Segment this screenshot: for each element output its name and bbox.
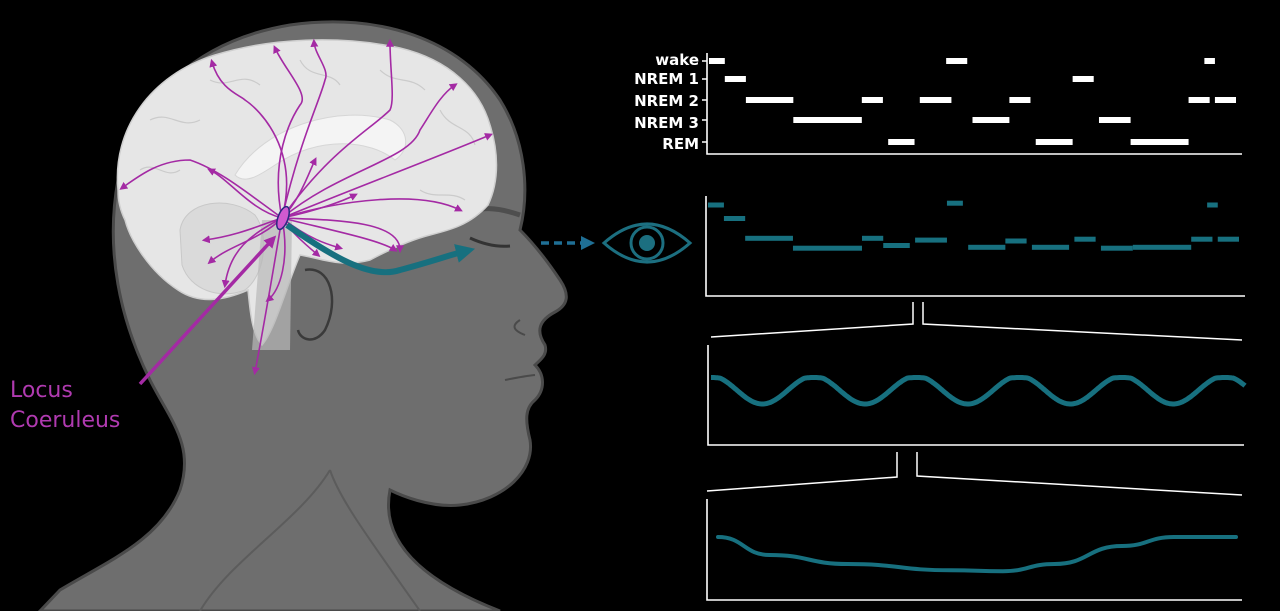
hypnogram-segment (1204, 58, 1215, 64)
locus-coeruleus-nucleus (276, 205, 290, 231)
brain (116, 39, 498, 350)
axis-lines (706, 53, 1242, 155)
hypnogram-segment (1188, 97, 1210, 103)
stage-label-nrem1: NREM 1 (634, 70, 699, 88)
zoom-connector-2 (706, 452, 1243, 496)
stage-label-nrem3: NREM 3 (634, 114, 699, 132)
pupil-step-chart (705, 196, 1245, 297)
pupil-step-segment (723, 216, 746, 221)
pupil-step-segment (1100, 245, 1133, 251)
hypnogram-chart (702, 53, 1242, 155)
pupil-step-segment (946, 200, 963, 206)
gyri (139, 59, 476, 201)
hypnogram-segment (709, 58, 725, 64)
pupil-step-segment (915, 237, 947, 243)
pupil-step-segment (708, 202, 724, 208)
pupil-step-segment (883, 243, 910, 248)
axis-lines (706, 499, 1242, 601)
locus-coeruleus-label: Locus Coeruleus (10, 376, 120, 436)
cerebellum (179, 202, 265, 295)
stage-label-wake: wake (655, 51, 699, 69)
neck-line (199, 469, 331, 611)
lc-pointer-arrow (138, 235, 277, 386)
pupil-step-segment (1074, 236, 1096, 242)
pupil-oscillation-chart (707, 345, 1247, 446)
label-line-2: Coeruleus (10, 408, 121, 433)
pupil-step-segment (745, 235, 793, 241)
ear (296, 268, 334, 341)
zoom-connector-1 (710, 302, 1243, 341)
pupil-step-segment (792, 245, 862, 251)
eye-icon (601, 222, 693, 264)
corpus-callosum (234, 114, 407, 180)
pupil-step-segment (1191, 236, 1213, 242)
hypnogram-segment (919, 97, 952, 103)
hypnogram-segment (1130, 139, 1189, 145)
curved-arrow-icon (285, 222, 476, 276)
hypnogram-segment (888, 139, 915, 145)
hypnogram-segment (1214, 97, 1236, 103)
pupil-step-segment (968, 244, 1006, 250)
nostril (513, 319, 526, 336)
pupil-step-segment (1031, 244, 1070, 250)
axis-lines (705, 196, 1245, 297)
hypnogram-segment (1098, 117, 1131, 123)
hypnogram-segment (946, 58, 968, 64)
hypnogram-segment (1072, 76, 1094, 82)
hypnogram-segment (972, 117, 1010, 123)
axis-lines (707, 345, 1244, 446)
slow-trace-line (716, 535, 1238, 574)
pupil-slow-trace-chart (706, 499, 1242, 601)
hypnogram-segment (745, 97, 794, 103)
hypnogram-segment (793, 117, 862, 123)
pupil-step-segment (861, 235, 884, 241)
pupil-step-segment (1217, 236, 1239, 242)
label-line-1: Locus (10, 378, 73, 403)
pupil-step-segment (1005, 238, 1027, 244)
hypnogram-segment (724, 76, 746, 82)
hypnogram-segment (1035, 139, 1073, 145)
stage-label-nrem2: NREM 2 (634, 92, 699, 110)
lips (504, 374, 536, 381)
hypnogram-segment (861, 97, 883, 103)
closed-eyelid (469, 236, 511, 248)
pupil-step-segment (1132, 244, 1192, 250)
oscillation-line (709, 375, 1247, 407)
pupil-step-segment (1207, 202, 1218, 208)
hypnogram-segment (1009, 97, 1031, 103)
stage-label-rem: REM (662, 135, 699, 153)
neck-line-2 (329, 469, 421, 611)
